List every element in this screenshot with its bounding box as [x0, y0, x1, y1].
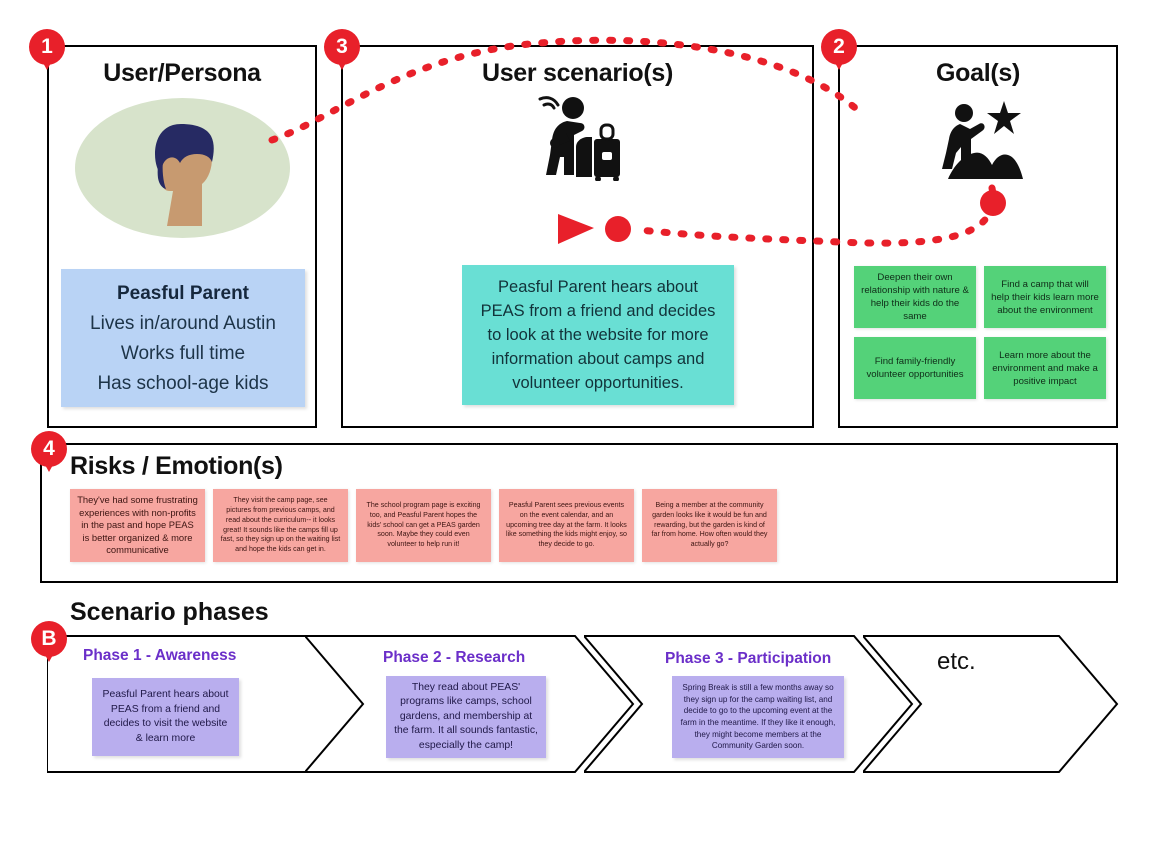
- persona-attribute-kids: Has school-age kids: [97, 373, 269, 394]
- user-persona-panel: User/Persona Peasful Parent Lives in/aro…: [47, 45, 317, 428]
- persona-name: Peasful Parent: [117, 283, 249, 304]
- step-badge-3: 3: [325, 30, 359, 70]
- persona-head-illustration: [154, 124, 214, 226]
- persona-attribute-work: Works full time: [120, 343, 246, 364]
- user-scenario-panel: User scenario(s) Peasful Parent hears ab…: [341, 45, 814, 428]
- risk-card: Peasful Parent sees previous events on t…: [499, 489, 634, 562]
- risks-panel-title: Risks / Emotion(s): [70, 452, 283, 480]
- scenario-panel-title: User scenario(s): [481, 59, 674, 87]
- persona-avatar: [74, 98, 290, 238]
- scenario-description-card: Peasful Parent hears about PEAS from a f…: [462, 265, 734, 405]
- phase-label-3: Phase 3 - Participation: [665, 650, 832, 667]
- goal-card: Learn more about the environment and mak…: [984, 337, 1106, 399]
- goals-card-grid: Deepen their own relationship with natur…: [854, 266, 1106, 399]
- step-badge-1: 1: [30, 30, 64, 70]
- risks-card-row: They've had some frustrating experiences…: [70, 489, 777, 562]
- risks-emotions-panel: Risks / Emotion(s) They've had some frus…: [40, 443, 1118, 583]
- persona-attribute-location: Lives in/around Austin: [90, 313, 276, 334]
- goals-panel-title: Goal(s): [935, 59, 1021, 87]
- phase-card-3: Spring Break is still a few months away …: [672, 676, 844, 758]
- person-climbing-to-star-icon: [942, 101, 1023, 179]
- traveler-with-luggage-icon: [538, 96, 620, 181]
- risk-card: They've had some frustrating experiences…: [70, 489, 205, 562]
- phase-chevron-4: [863, 634, 1119, 774]
- risk-card: Being a member at the community garden l…: [642, 489, 777, 562]
- step-badge-b: B: [32, 622, 66, 662]
- phase-label-1: Phase 1 - Awareness: [83, 647, 237, 664]
- risk-card: The school program page is exciting too,…: [356, 489, 491, 562]
- step-badge-2: 2: [822, 30, 856, 70]
- goal-card: Find a camp that will help their kids le…: [984, 266, 1106, 328]
- risk-card: They visit the camp page, see pictures f…: [213, 489, 348, 562]
- goal-card: Find family-friendly volunteer opportuni…: [854, 337, 976, 399]
- phase-card-2: They read about PEAS' programs like camp…: [386, 676, 546, 758]
- scenario-phases-title: Scenario phases: [70, 598, 269, 626]
- goals-panel: Goal(s) Deepen their own relationship wi…: [838, 45, 1118, 428]
- phase-label-etc: etc.: [937, 648, 976, 675]
- phase-label-2: Phase 2 - Research: [383, 649, 526, 666]
- step-badge-4: 4: [32, 432, 66, 472]
- phase-card-1: Peasful Parent hears about PEAS from a f…: [92, 678, 239, 756]
- persona-details-card: Peasful Parent Lives in/around Austin Wo…: [61, 269, 305, 407]
- goal-card: Deepen their own relationship with natur…: [854, 266, 976, 328]
- persona-panel-title: User/Persona: [103, 59, 261, 87]
- scenario-phases-row: Phase 1 - Awareness Phase 2 - Research P…: [47, 634, 1119, 774]
